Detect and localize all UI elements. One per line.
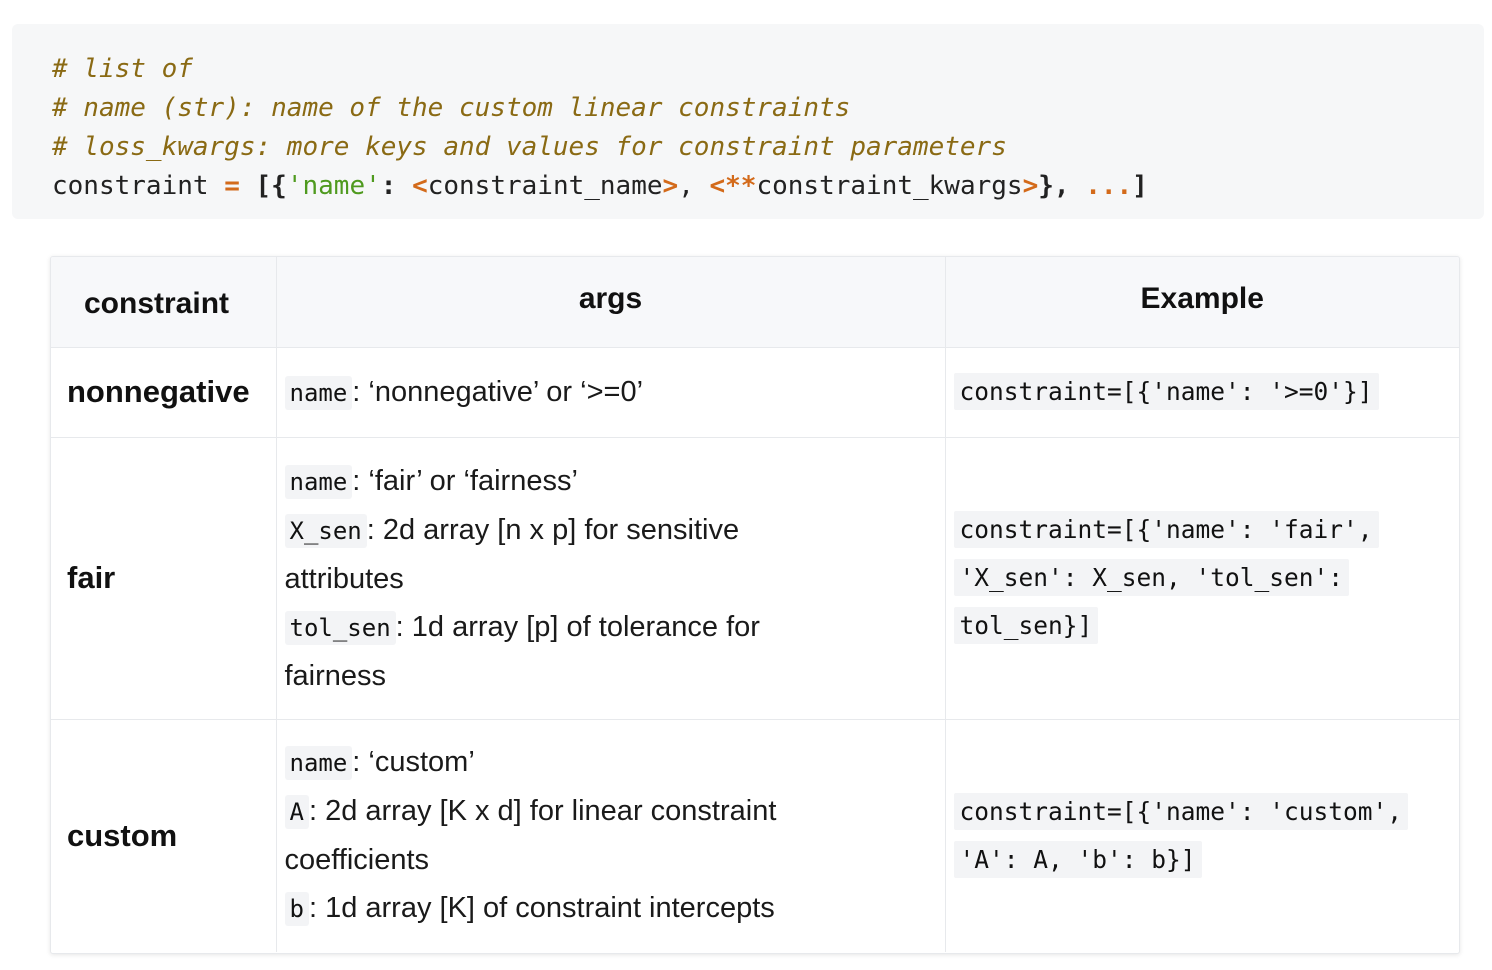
constraint-name-cell: nonnegative xyxy=(51,346,277,438)
table-header-row: constraint args Example xyxy=(51,257,1459,348)
arg-description: : 1d array [K] of constraint intercepts xyxy=(308,892,775,925)
example-code: constraint=[{'name': 'custom', xyxy=(953,792,1409,830)
example-line: 'A': A, 'b': b}] xyxy=(953,836,1459,884)
arg-line-continuation: fairness xyxy=(285,652,944,700)
constraint-name-cell: custom xyxy=(51,718,277,952)
arg-line-continuation: attributes xyxy=(285,555,944,603)
arg-description: : 2d array [K x d] for linear constraint xyxy=(308,795,777,828)
arg-line: name: ‘custom’ xyxy=(284,738,944,787)
code-operator: > xyxy=(662,171,679,201)
arg-line: name: ‘nonnegative’ or ‘>=0’ xyxy=(284,368,944,417)
arg-code: name xyxy=(284,746,353,781)
example-cell: constraint=[{'name': 'fair', 'X_sen': X_… xyxy=(944,436,1459,720)
arg-code: b xyxy=(284,892,309,927)
code-comment-line: # loss_kwargs: more keys and values for … xyxy=(52,132,1007,162)
code-operator: = xyxy=(224,171,240,201)
args-cell: name: ‘fair’ or ‘fairness’ X_sen: 2d arr… xyxy=(275,436,946,720)
code-punctuation: , xyxy=(678,171,710,201)
code-comment-line: # name (str): name of the custom linear … xyxy=(52,93,851,123)
example-line: 'X_sen': X_sen, 'tol_sen': xyxy=(953,554,1459,602)
arg-description: : 2d array [n x p] for sensitive xyxy=(366,513,740,546)
example-line: constraint=[{'name': 'fair', xyxy=(953,506,1459,554)
example-line: tol_sen}] xyxy=(953,602,1459,650)
arg-description-continuation: coefficients xyxy=(284,844,430,877)
table-row: fair name: ‘fair’ or ‘fairness’ X_sen: 2… xyxy=(51,436,1459,720)
arg-line: b: 1d array [K] of constraint intercepts xyxy=(284,884,944,933)
arg-description-continuation: attributes xyxy=(284,562,404,595)
arg-code: A xyxy=(284,795,309,830)
arg-code: name xyxy=(284,375,353,410)
example-line: constraint=[{'name': 'custom', xyxy=(953,788,1459,836)
code-punctuation: ] xyxy=(1132,171,1148,201)
code-placeholder: constraint_kwargs xyxy=(756,171,1023,201)
header-constraint: constraint xyxy=(51,257,277,348)
code-operator: > xyxy=(1022,171,1039,201)
arg-line-continuation: coefficients xyxy=(285,836,944,884)
arg-line: name: ‘fair’ or ‘fairness’ xyxy=(284,457,944,506)
example-code: tol_sen}] xyxy=(953,607,1099,644)
code-punctuation: [{ xyxy=(255,171,287,201)
code-operator: < xyxy=(412,171,428,201)
arg-line: tol_sen: 1d array [p] of tolerance for xyxy=(284,603,944,652)
arg-description: : ‘custom’ xyxy=(352,746,475,779)
arg-line: X_sen: 2d array [n x p] for sensitive xyxy=(284,506,944,555)
arg-code: tol_sen xyxy=(284,610,396,645)
code-placeholder: constraint_name xyxy=(427,171,663,201)
code-punctuation: : xyxy=(380,171,397,201)
args-cell: name: ‘custom’ A: 2d array [K x d] for l… xyxy=(275,718,946,952)
arg-line: A: 2d array [K x d] for linear constrain… xyxy=(284,787,944,836)
table-row: custom name: ‘custom’ A: 2d array [K x d… xyxy=(51,718,1459,952)
example-cell: constraint=[{'name': 'custom', 'A': A, '… xyxy=(944,718,1459,952)
code-variable: constraint xyxy=(52,171,209,201)
code-operator: <** xyxy=(709,171,757,201)
example-code: 'A': A, 'b': b}] xyxy=(953,840,1202,878)
arg-description: : ‘fair’ or ‘fairness’ xyxy=(352,464,578,497)
code-ellipsis: ... xyxy=(1085,171,1133,201)
code-string: 'name' xyxy=(286,171,381,201)
code-punctuation: }, xyxy=(1038,171,1070,201)
code-comment-line: # list of xyxy=(52,54,193,84)
arg-description: : 1d array [p] of tolerance for xyxy=(395,610,760,643)
code-block: # list of # name (str): name of the cust… xyxy=(12,24,1484,219)
header-example: Example xyxy=(944,257,1459,348)
arg-code: X_sen xyxy=(284,513,367,548)
args-cell: name: ‘nonnegative’ or ‘>=0’ xyxy=(275,346,946,438)
arg-description: : ‘nonnegative’ or ‘>=0’ xyxy=(352,375,644,408)
constraints-table: constraint args Example nonnegative name… xyxy=(50,256,1460,954)
arg-code: name xyxy=(284,464,353,499)
example-code: constraint=[{'name': 'fair', xyxy=(953,511,1379,548)
example-line: constraint=[{'name': '>=0'}] xyxy=(953,368,1459,416)
table-row: nonnegative name: ‘nonnegative’ or ‘>=0’… xyxy=(51,346,1459,438)
arg-description-continuation: fairness xyxy=(284,659,387,692)
code-statement-line: constraint = [{'name': <constraint_name>… xyxy=(52,167,1484,206)
constraint-name-cell: fair xyxy=(51,436,277,720)
example-code: constraint=[{'name': '>=0'}] xyxy=(953,373,1379,410)
constraints-table-grid: constraint args Example nonnegative name… xyxy=(51,257,1459,952)
header-args: args xyxy=(275,257,946,348)
example-code: 'X_sen': X_sen, 'tol_sen': xyxy=(953,559,1350,596)
example-cell: constraint=[{'name': '>=0'}] xyxy=(944,346,1459,438)
